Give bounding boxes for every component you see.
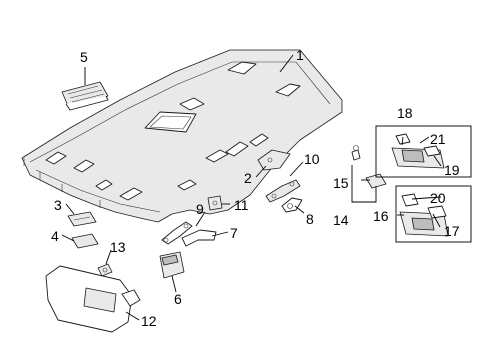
mount-bracket-part-10 [265, 179, 301, 203]
callout-10: 10 [304, 151, 320, 167]
handle-part-7 [181, 229, 217, 247]
callout-14: 14 [333, 212, 349, 228]
callout-4: 4 [51, 228, 59, 244]
callout-2: 2 [244, 170, 252, 186]
callout-labels: 1 2 3 4 5 6 7 8 9 10 11 12 13 14 15 16 1… [51, 47, 460, 329]
holder-part-4 [71, 233, 99, 249]
callout-19: 19 [444, 162, 460, 178]
callout-1: 1 [296, 47, 304, 63]
callout-3: 3 [54, 197, 62, 213]
callout-17: 17 [444, 223, 460, 239]
callout-20: 20 [430, 190, 446, 206]
callout-12: 12 [141, 313, 157, 329]
callout-16: 16 [373, 208, 389, 224]
callout-11: 11 [234, 197, 249, 213]
callout-8: 8 [306, 211, 314, 227]
lamp-assembly-box-upper [375, 125, 472, 178]
callout-13: 13 [110, 239, 126, 255]
light-unit-part-6 [159, 251, 185, 279]
bracket-part-3 [67, 211, 97, 227]
hook-part-8 [281, 197, 303, 213]
callout-15: 15 [333, 175, 349, 191]
leader-lines [61, 54, 442, 321]
callout-18: 18 [397, 105, 413, 121]
grab-handle-part-9 [161, 221, 193, 245]
callout-7: 7 [230, 225, 238, 241]
callout-21: 21 [430, 131, 446, 147]
clip-part-11 [207, 195, 223, 211]
map-lamp-part-15 [351, 145, 387, 189]
callout-9: 9 [196, 201, 204, 217]
callout-6: 6 [174, 291, 182, 307]
headliner-panel [21, 49, 343, 223]
lamp-assembly-box-lower [395, 185, 472, 243]
bracket-part-2 [257, 149, 291, 171]
clip-part-13 [97, 263, 113, 277]
overhead-bracket-part-5 [61, 81, 109, 111]
callout-5: 5 [80, 49, 88, 65]
sun-visor-part-12 [45, 265, 141, 333]
